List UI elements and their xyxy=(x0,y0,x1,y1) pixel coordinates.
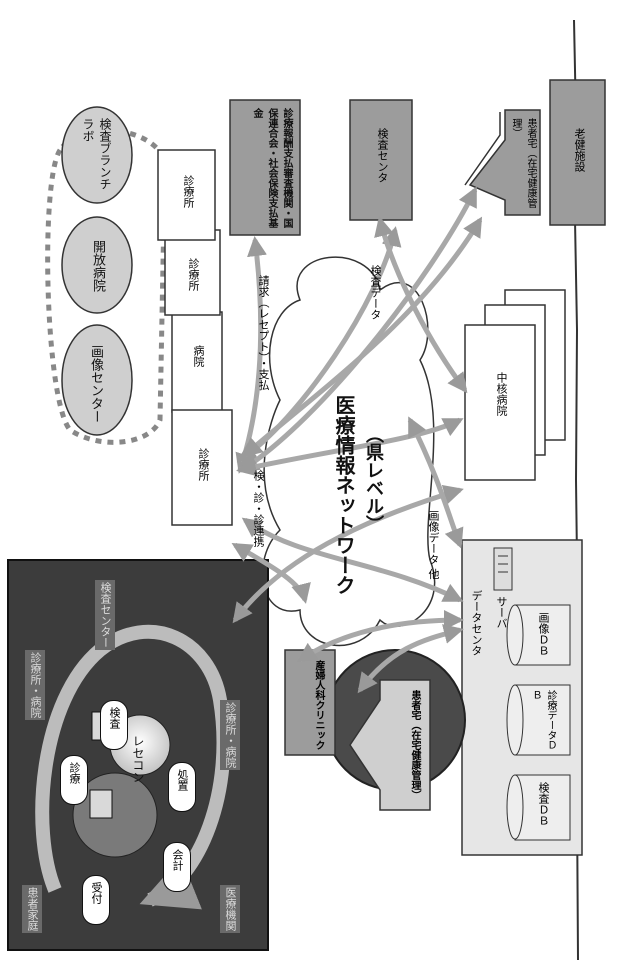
clinic-b-label: 診療所 xyxy=(180,175,196,208)
flow-claims-label: 請求（レセプト）・支払 xyxy=(255,275,271,391)
home-top-label: 患者宅（在宅健康管理） xyxy=(508,118,538,210)
test-center-label: 検査センタ xyxy=(374,128,390,183)
db-diag-label: 診療データＤＢ xyxy=(528,690,558,752)
db-image-label: 画像ＤＢ xyxy=(535,612,551,656)
panel-label-patient: 患者家庭 xyxy=(22,885,42,933)
hospital-label: 病院 xyxy=(190,345,206,367)
network-subtitle: （県レベル） xyxy=(360,425,386,533)
open-hospital-label: 開放病院 xyxy=(88,240,107,292)
server-label: サーバ xyxy=(493,596,509,629)
elder-facility-label: 老健施設 xyxy=(571,128,587,172)
flow-referral-label: 検・診・診連携 xyxy=(250,470,266,547)
db-test-label: 検査ＤＢ xyxy=(535,782,551,826)
network-title: 医療情報ネットワーク xyxy=(330,395,359,595)
treatment-pill: 処置 xyxy=(168,762,196,812)
reception-pill: 受付 xyxy=(82,875,110,925)
branch-lab-label: 検査ブランチラボ xyxy=(80,118,114,198)
accounting-pill: 会計 xyxy=(163,842,191,892)
clinic-a-label: 診療所 xyxy=(185,258,201,291)
clinic-main-label: 診療所 xyxy=(195,448,211,481)
home-bottom-label: 患者宅（在宅健康管理） xyxy=(386,690,422,805)
datacenter-title: データセンタ xyxy=(468,590,484,656)
panel-label-top: 診療所・病院 xyxy=(25,650,45,720)
diagnosis-pill: 診療 xyxy=(60,755,88,805)
payment-agency-label: 診療報酬支払審査機関・国保連合会・社会保険支払基金 xyxy=(238,108,294,228)
panel-label-mid: 診療所・病院 xyxy=(220,700,240,770)
panel-label-bottom: 医療機関 xyxy=(220,885,240,933)
pc-icon-left xyxy=(90,790,112,818)
obgyn-label: 産婦人科クリニック xyxy=(294,660,326,750)
core-hospital-label: 中核病院 xyxy=(493,372,509,416)
test-pill: 検査 xyxy=(100,700,128,750)
imaging-center-label: 画像センター xyxy=(86,345,105,423)
flow-test-data-label: 検査データ xyxy=(367,265,383,320)
panel-label-test-center: 検査センター xyxy=(95,580,115,650)
receipt-computer-label: レセコン xyxy=(130,735,147,783)
flow-image-data-label: 画像データ 他 xyxy=(425,510,441,580)
